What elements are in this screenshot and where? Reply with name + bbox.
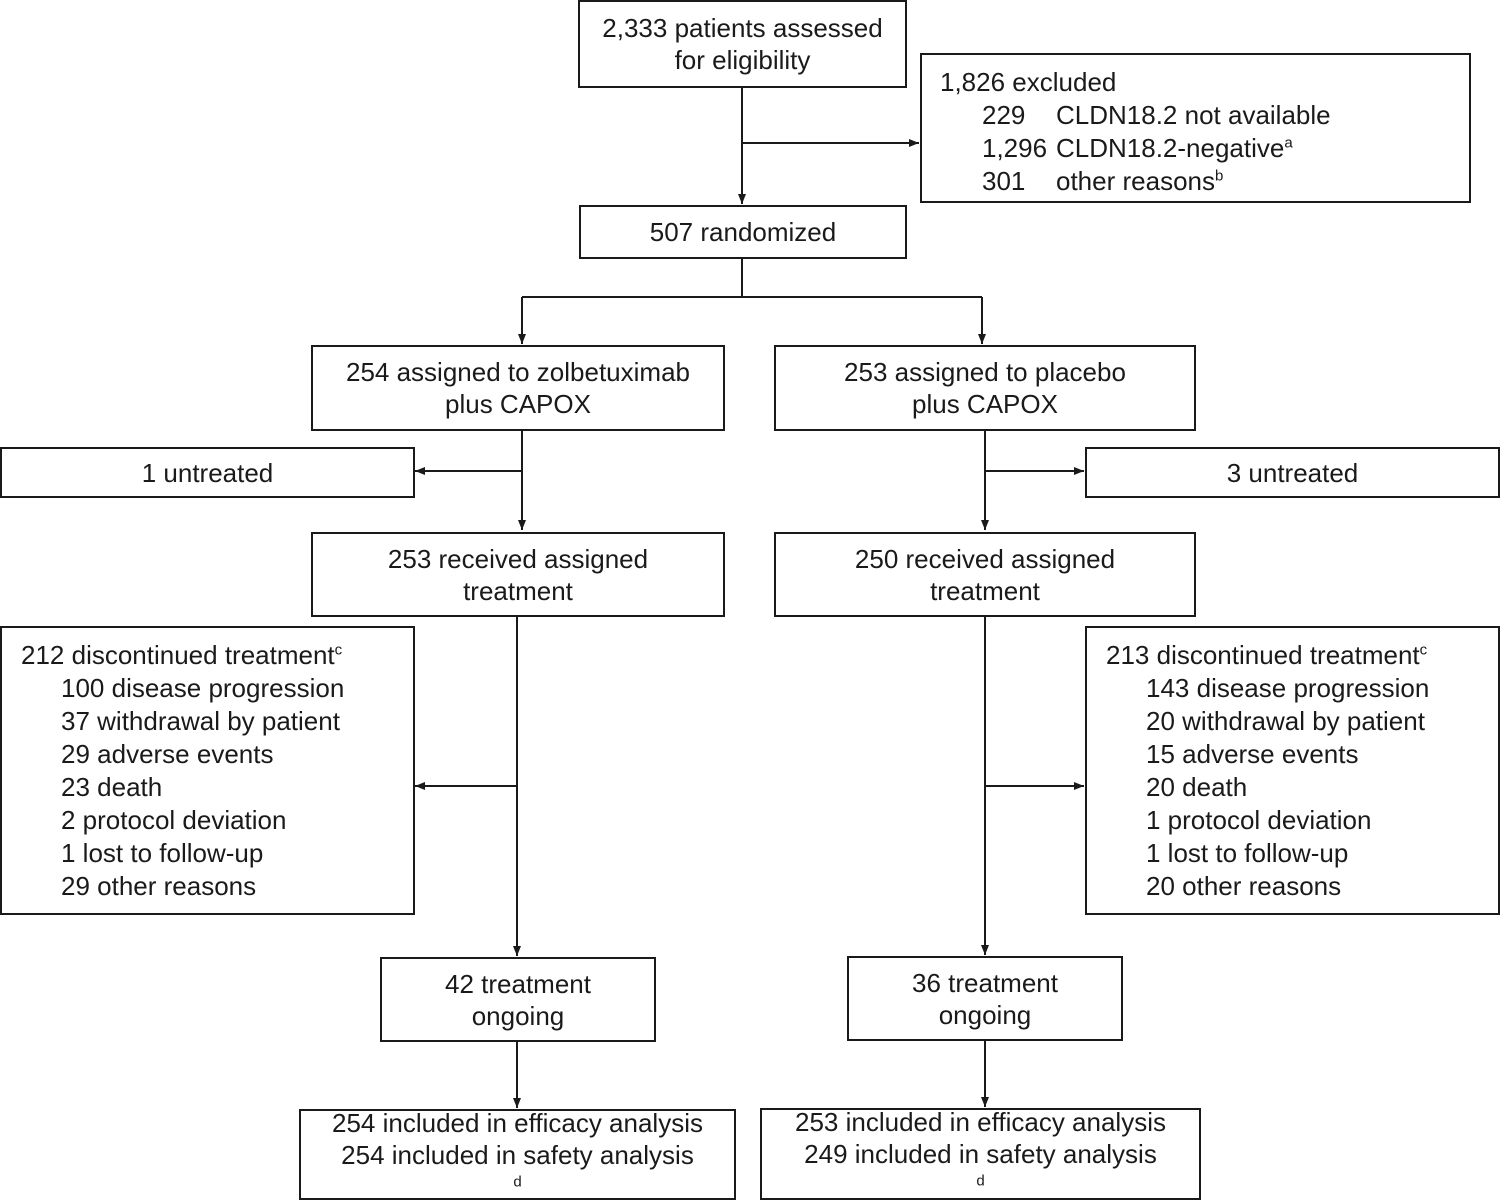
left-discontinued-box: 212 discontinued treatmentc 100 disease …	[0, 626, 415, 915]
randomized-box: 507 randomized	[579, 205, 907, 259]
excluded-row: 229 CLDN18.2 not available	[982, 100, 1331, 130]
right-received-box: 250 received assigned treatment	[774, 532, 1196, 617]
left-received-box: 253 received assigned treatment	[311, 532, 725, 617]
list-item: 20 withdrawal by patient	[1146, 706, 1425, 736]
list-item: 1 lost to follow-up	[61, 838, 264, 868]
right-ongoing-box: 36 treatment ongoing	[847, 956, 1123, 1041]
left-assigned-box: 254 assigned to zolbetuximab plus CAPOX	[311, 345, 725, 431]
list-item: 143 disease progression	[1146, 673, 1430, 703]
list-item: 1 protocol deviation	[1146, 805, 1372, 835]
list-item: 1 lost to follow-up	[1146, 838, 1349, 868]
assessed-line1: 2,333 patients assessed	[602, 13, 883, 43]
left-untreated-box: 1 untreated	[0, 447, 415, 498]
excluded-box: 1,826 excluded 229 CLDN18.2 not availabl…	[920, 53, 1471, 203]
excluded-title: 1,826 excluded	[940, 67, 1117, 97]
right-discontinued-title: 213 discontinued treatmentc	[1106, 640, 1428, 670]
right-assigned-box: 253 assigned to placebo plus CAPOX	[774, 345, 1196, 431]
list-item: 15 adverse events	[1146, 739, 1359, 769]
list-item: 37 withdrawal by patient	[61, 706, 340, 736]
excluded-row: 301 other reasonsb	[982, 166, 1224, 196]
assessed-line2: for eligibility	[674, 45, 811, 75]
left-discontinued-title: 212 discontinued treatmentc	[21, 640, 343, 670]
right-untreated-box: 3 untreated	[1085, 447, 1500, 498]
left-analysis-box: 254 included in efficacy analysis 254 in…	[299, 1108, 736, 1200]
list-item: 29 adverse events	[61, 739, 274, 769]
excluded-row: 1,296 CLDN18.2-negativea	[982, 133, 1293, 163]
list-item: 23 death	[61, 772, 163, 802]
list-item: 20 death	[1146, 772, 1248, 802]
left-ongoing-box: 42 treatment ongoing	[380, 957, 656, 1042]
list-item: 100 disease progression	[61, 673, 345, 703]
list-item: 29 other reasons	[61, 871, 257, 901]
list-item: 20 other reasons	[1146, 871, 1342, 901]
right-discontinued-box: 213 discontinued treatmentc 143 disease …	[1085, 626, 1500, 915]
assessed-box: 2,333 patients assessed for eligibility	[578, 0, 907, 88]
right-analysis-box: 253 included in efficacy analysis 249 in…	[760, 1107, 1201, 1200]
list-item: 2 protocol deviation	[61, 805, 287, 835]
